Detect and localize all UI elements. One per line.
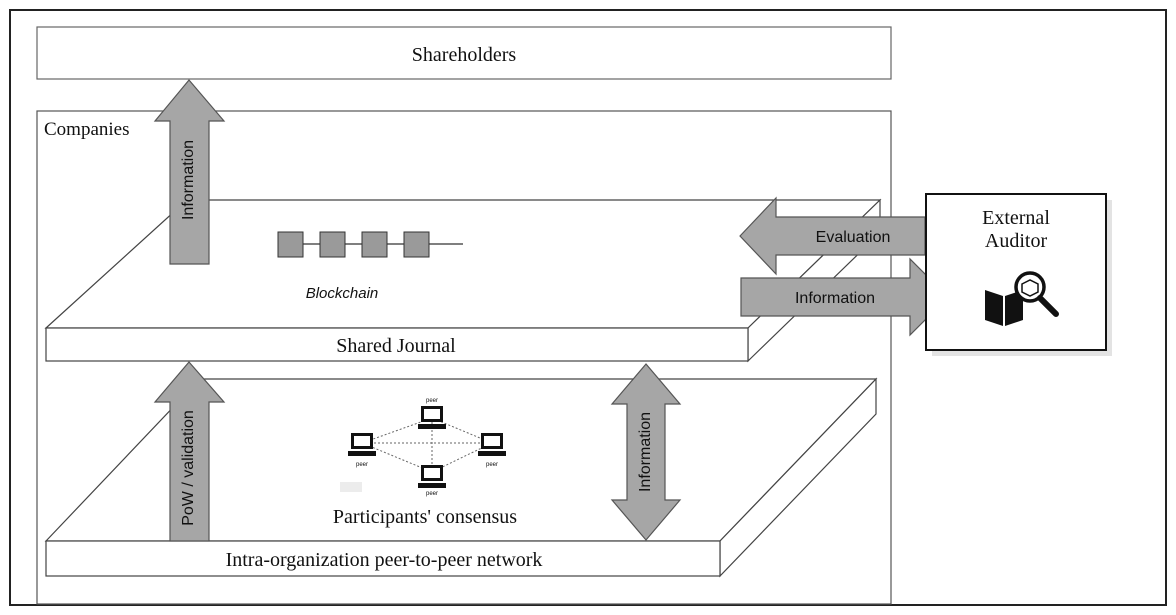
peer-network: peer peer peer peer	[340, 398, 506, 497]
peer-bottom-icon	[418, 465, 446, 488]
shareholders-box	[36, 26, 892, 80]
external-auditor-box	[925, 193, 1107, 351]
blockchain-icon	[277, 231, 463, 258]
network-front	[45, 540, 721, 577]
evaluation-label: Evaluation	[816, 229, 891, 246]
information-bidirectional-label: Information	[637, 412, 654, 492]
pow-validation-arrow	[153, 361, 226, 542]
peer-label: peer	[356, 462, 368, 468]
information-up-arrow	[153, 79, 226, 265]
information-bidirectional-arrow	[610, 363, 682, 541]
shadow-mark	[340, 482, 362, 492]
shared-journal-front	[45, 327, 749, 362]
pow-validation-label: PoW / validation	[180, 410, 197, 526]
blockchain-label: Blockchain	[306, 285, 379, 302]
book-magnifier-icon	[985, 271, 1059, 326]
auditor-label-line1: External	[982, 207, 1050, 229]
auditor-label-line2: Auditor	[985, 230, 1048, 252]
peer-label: peer	[486, 462, 498, 468]
shared-journal-label: Shared Journal	[336, 335, 456, 357]
shareholders-label: Shareholders	[412, 44, 517, 66]
network-label: Intra-organization peer-to-peer network	[226, 549, 543, 571]
outer-frame	[9, 9, 1167, 606]
consensus-label: Participants' consensus	[333, 506, 517, 528]
peer-top-icon	[418, 406, 446, 429]
peer-left-icon	[348, 433, 376, 456]
companies-label: Companies	[44, 119, 130, 140]
peer-label: peer	[426, 398, 438, 404]
peer-right-icon	[478, 433, 506, 456]
peer-label: peer	[426, 491, 438, 497]
information-up-label: Information	[180, 140, 197, 220]
information-right-label: Information	[795, 290, 875, 307]
